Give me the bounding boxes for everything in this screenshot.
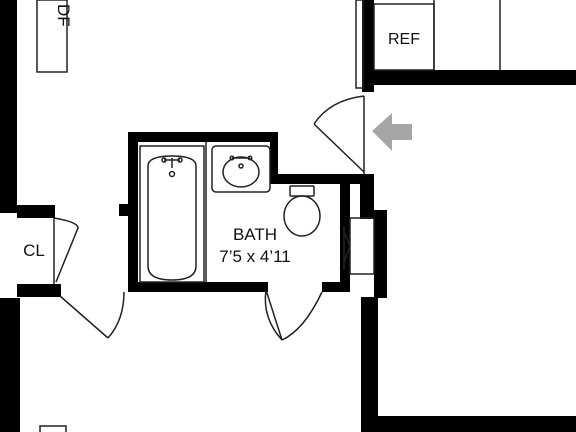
- df-fixture: DF: [36, 0, 73, 73]
- bath-name: BATH: [233, 225, 277, 244]
- kitchen-fixtures: [355, 0, 501, 89]
- sink-drain: [238, 163, 244, 169]
- entry-door: [313, 95, 365, 174]
- wall-kitchen-left: [362, 0, 374, 92]
- wall-bath-stub: [119, 204, 129, 216]
- sink: [205, 142, 271, 282]
- counter-strip: [355, 0, 364, 89]
- closet: [53, 217, 79, 284]
- sink-counter: [211, 145, 271, 193]
- wall-bath-top-right: [270, 132, 278, 182]
- wall-bath-step: [270, 174, 362, 184]
- wall-right-long: [361, 297, 378, 432]
- tub-drain: [168, 170, 176, 178]
- closet-label: CL: [23, 241, 45, 260]
- faucet-icon: [161, 157, 183, 168]
- bath-door-left: [59, 291, 125, 339]
- entry-door-swing: [313, 95, 365, 125]
- wall-bath-left: [128, 132, 138, 290]
- toilet-bowl: [283, 195, 321, 237]
- closet-door-swing: [53, 217, 79, 283]
- sink-basin: [222, 156, 260, 188]
- wall-kitchen-bottom: [362, 70, 576, 85]
- bath-dimensions: 7’5 x 4’11: [219, 247, 291, 266]
- toilet-tank: [289, 185, 315, 197]
- ref-label: REF: [388, 31, 420, 48]
- wall-bottom-right: [361, 416, 576, 432]
- df-label: DF: [54, 4, 73, 27]
- wall-bath-top: [128, 132, 278, 142]
- bath-door-center: [264, 289, 323, 341]
- bottom-left-fixture: [39, 425, 67, 432]
- entry-arrow-icon: [372, 113, 412, 151]
- wall-left-upper: [0, 0, 17, 213]
- wall-column-notch: [374, 210, 387, 298]
- wall-bath-right: [340, 174, 350, 290]
- df-box: [36, 0, 68, 73]
- wall-bath-bottom-left: [128, 282, 268, 292]
- wall-closet-bottom: [17, 284, 61, 297]
- wall-closet-top: [17, 205, 55, 218]
- bath-side-cabinet: [343, 217, 375, 275]
- wall-column-right: [360, 174, 374, 219]
- bathtub: [139, 145, 205, 283]
- wall-bath-bottom-right: [322, 282, 350, 292]
- toilet-icon: [283, 185, 321, 237]
- entry-door-leaf: [313, 123, 365, 173]
- tub-outer: [139, 145, 205, 283]
- tub-inner: [147, 155, 197, 281]
- wall-left-lower: [0, 298, 20, 432]
